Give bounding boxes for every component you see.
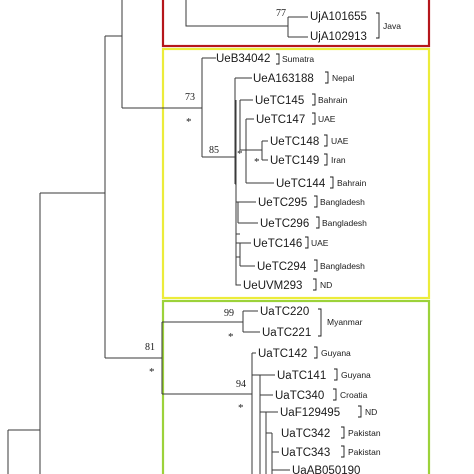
tip-uetc146: UeTC146: [253, 238, 302, 250]
bootstrap-81: 81: [145, 342, 155, 353]
tip-uetc295: UeTC295: [258, 197, 307, 209]
tip-uetc147: UeTC147: [256, 114, 305, 126]
tip-uea163188: UeA163188: [253, 73, 314, 85]
region-bracket: [376, 12, 380, 39]
tip-uatc340: UaTC340: [275, 390, 324, 402]
region-bracket: [341, 426, 345, 439]
region-java: Java: [383, 21, 401, 31]
region-nd: ND: [365, 407, 377, 417]
tip-uetc149: UeTC149: [270, 155, 319, 167]
tip-ueb34042: UeB34042: [216, 53, 270, 65]
region-guyana: Guyana: [321, 348, 351, 358]
tip-uatc142: UaTC142: [258, 348, 307, 360]
region-bracket: [312, 112, 316, 125]
region-bracket: [324, 153, 328, 166]
bootstrap-77: 77: [276, 8, 286, 19]
region-uae: UAE: [311, 238, 329, 248]
tip-uetc296: UeTC296: [260, 218, 309, 230]
region-bracket: [330, 176, 334, 189]
tip-uetc145: UeTC145: [255, 95, 304, 107]
region-bracket: [312, 93, 316, 106]
region-bangladesh: Bangladesh: [322, 218, 367, 228]
region-bracket: [316, 216, 320, 229]
bootstrap-99: 99: [224, 308, 234, 319]
middle-clade-branches: [201, 57, 274, 286]
support-star: *: [149, 366, 155, 378]
support-star: *: [237, 148, 243, 160]
region-bracket: [334, 368, 338, 381]
region-bracket: [358, 405, 362, 418]
tip-uatc343: UaTC343: [281, 447, 330, 459]
region-bracket: [276, 53, 280, 65]
region-guyana: Guyana: [341, 370, 371, 380]
tip-uatc342: UaTC342: [281, 428, 330, 440]
tip-uatc221: UaTC221: [262, 327, 311, 339]
region-bahrain: Bahrain: [337, 178, 367, 188]
region-myanmar: Myanmar: [327, 317, 363, 327]
region-nepal: Nepal: [332, 73, 354, 83]
bootstrap-73: 73: [185, 92, 195, 103]
region-bracket: [341, 445, 345, 458]
region-bracket: [314, 346, 318, 359]
region-bracket: [305, 236, 309, 249]
region-bracket: [325, 71, 329, 84]
region-iran: Iran: [331, 155, 346, 165]
tip-uja102913: UjA102913: [310, 31, 367, 43]
region-bracket: [324, 134, 328, 147]
region-bangladesh: Bangladesh: [320, 261, 365, 271]
region-pakistan: Pakistan: [348, 428, 381, 438]
region-pakistan: Pakistan: [348, 447, 381, 457]
support-star: *: [186, 116, 192, 128]
tip-uaf129495: UaF129495: [280, 407, 340, 419]
tip-ueuvm293: UeUVM293: [243, 280, 302, 292]
tip-uetc144: UeTC144: [276, 178, 326, 190]
tip-uatc220: UaTC220: [260, 306, 309, 318]
region-bracket: [314, 259, 318, 272]
tip-uetc294: UeTC294: [257, 261, 307, 273]
region-bangladesh: Bangladesh: [320, 197, 365, 207]
support-star: *: [228, 331, 234, 343]
top-clade-branches: [185, 0, 308, 38]
tip-uatc141: UaTC141: [277, 370, 326, 382]
region-croatia: Croatia: [340, 390, 368, 400]
support-star: *: [238, 402, 244, 414]
region-sumatra: Sumatra: [282, 54, 314, 64]
region-nd: ND: [320, 280, 332, 290]
region-bracket: [313, 278, 317, 291]
region-bracket: [333, 388, 337, 401]
region-bahrain: Bahrain: [318, 95, 348, 105]
support-star: *: [254, 156, 260, 168]
clade-frame-middle: [161, 47, 431, 300]
region-bracket: [314, 195, 318, 208]
backbone-branches: [7, 0, 202, 474]
bottom-clade-branches: [161, 310, 290, 474]
region-uae: UAE: [318, 114, 336, 124]
clade-frame-top: [161, 0, 431, 48]
bootstrap-85: 85: [209, 145, 219, 156]
tip-uetc148: UeTC148: [270, 136, 319, 148]
clade-frame-bottom: [161, 299, 431, 474]
bootstrap-94: 94: [236, 379, 246, 390]
region-uae: UAE: [331, 136, 349, 146]
region-bracket: [318, 308, 322, 337]
tip-uja101655: UjA101655: [310, 11, 367, 23]
tip-uaab050190: UaAB050190: [292, 465, 360, 474]
